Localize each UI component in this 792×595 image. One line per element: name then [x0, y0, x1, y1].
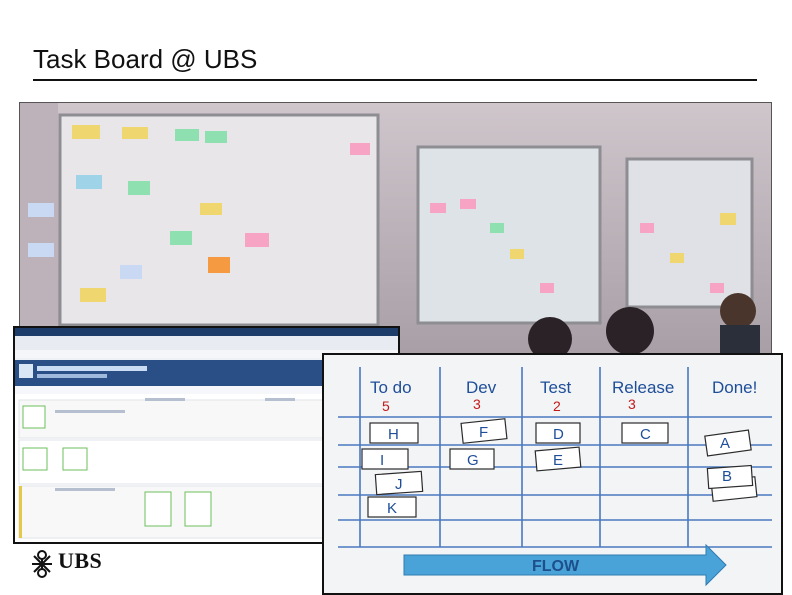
column-limit-release: 3 [628, 396, 636, 412]
sticky-notes [28, 125, 736, 302]
slide-title: Task Board @ UBS [33, 44, 258, 74]
column-label-done: Done! [712, 378, 757, 397]
svg-text:C: C [640, 426, 651, 443]
column-label-dev: Dev [466, 378, 497, 397]
svg-text:H: H [388, 426, 399, 443]
card-test-e: E [534, 446, 582, 472]
title-divider [33, 79, 757, 81]
svg-text:A: A [720, 435, 730, 452]
card-release-c: C [621, 422, 669, 444]
card-dev-g: G [449, 448, 495, 470]
column-label-test: Test [540, 378, 571, 397]
office-taskboard-photo [19, 102, 772, 359]
card-todo-k: K [367, 496, 417, 518]
flow-label: FLOW [532, 558, 580, 575]
column-limit-dev: 3 [473, 396, 481, 412]
svg-text:G: G [467, 452, 479, 469]
card-done-a: A [704, 429, 752, 457]
card-done-b-stack: B [706, 464, 758, 502]
card-dev-f: F [460, 418, 508, 444]
column-limit-test: 2 [553, 398, 561, 414]
svg-text:F: F [479, 424, 488, 441]
svg-text:E: E [553, 452, 563, 469]
svg-text:K: K [387, 500, 397, 517]
card-todo-j: J [374, 470, 424, 496]
card-todo-h: H [369, 422, 419, 444]
card-test-d: D [535, 422, 581, 444]
kanban-grid [338, 367, 772, 548]
ubs-keys-logo [32, 550, 52, 578]
svg-text:I: I [380, 452, 384, 469]
card-todo-i: I [361, 448, 409, 470]
ubs-logo-text: UBS [58, 548, 103, 573]
column-label-todo: To do [370, 378, 412, 397]
column-label-release: Release [612, 378, 674, 397]
svg-text:B: B [722, 468, 732, 485]
column-limit-todo: 5 [382, 398, 390, 414]
svg-text:J: J [395, 476, 403, 493]
svg-text:D: D [553, 426, 564, 443]
kanban-diagram: To do 5 Dev 3 Test 2 Release 3 Done! H I… [322, 353, 783, 595]
flow-arrow: FLOW [403, 543, 727, 587]
